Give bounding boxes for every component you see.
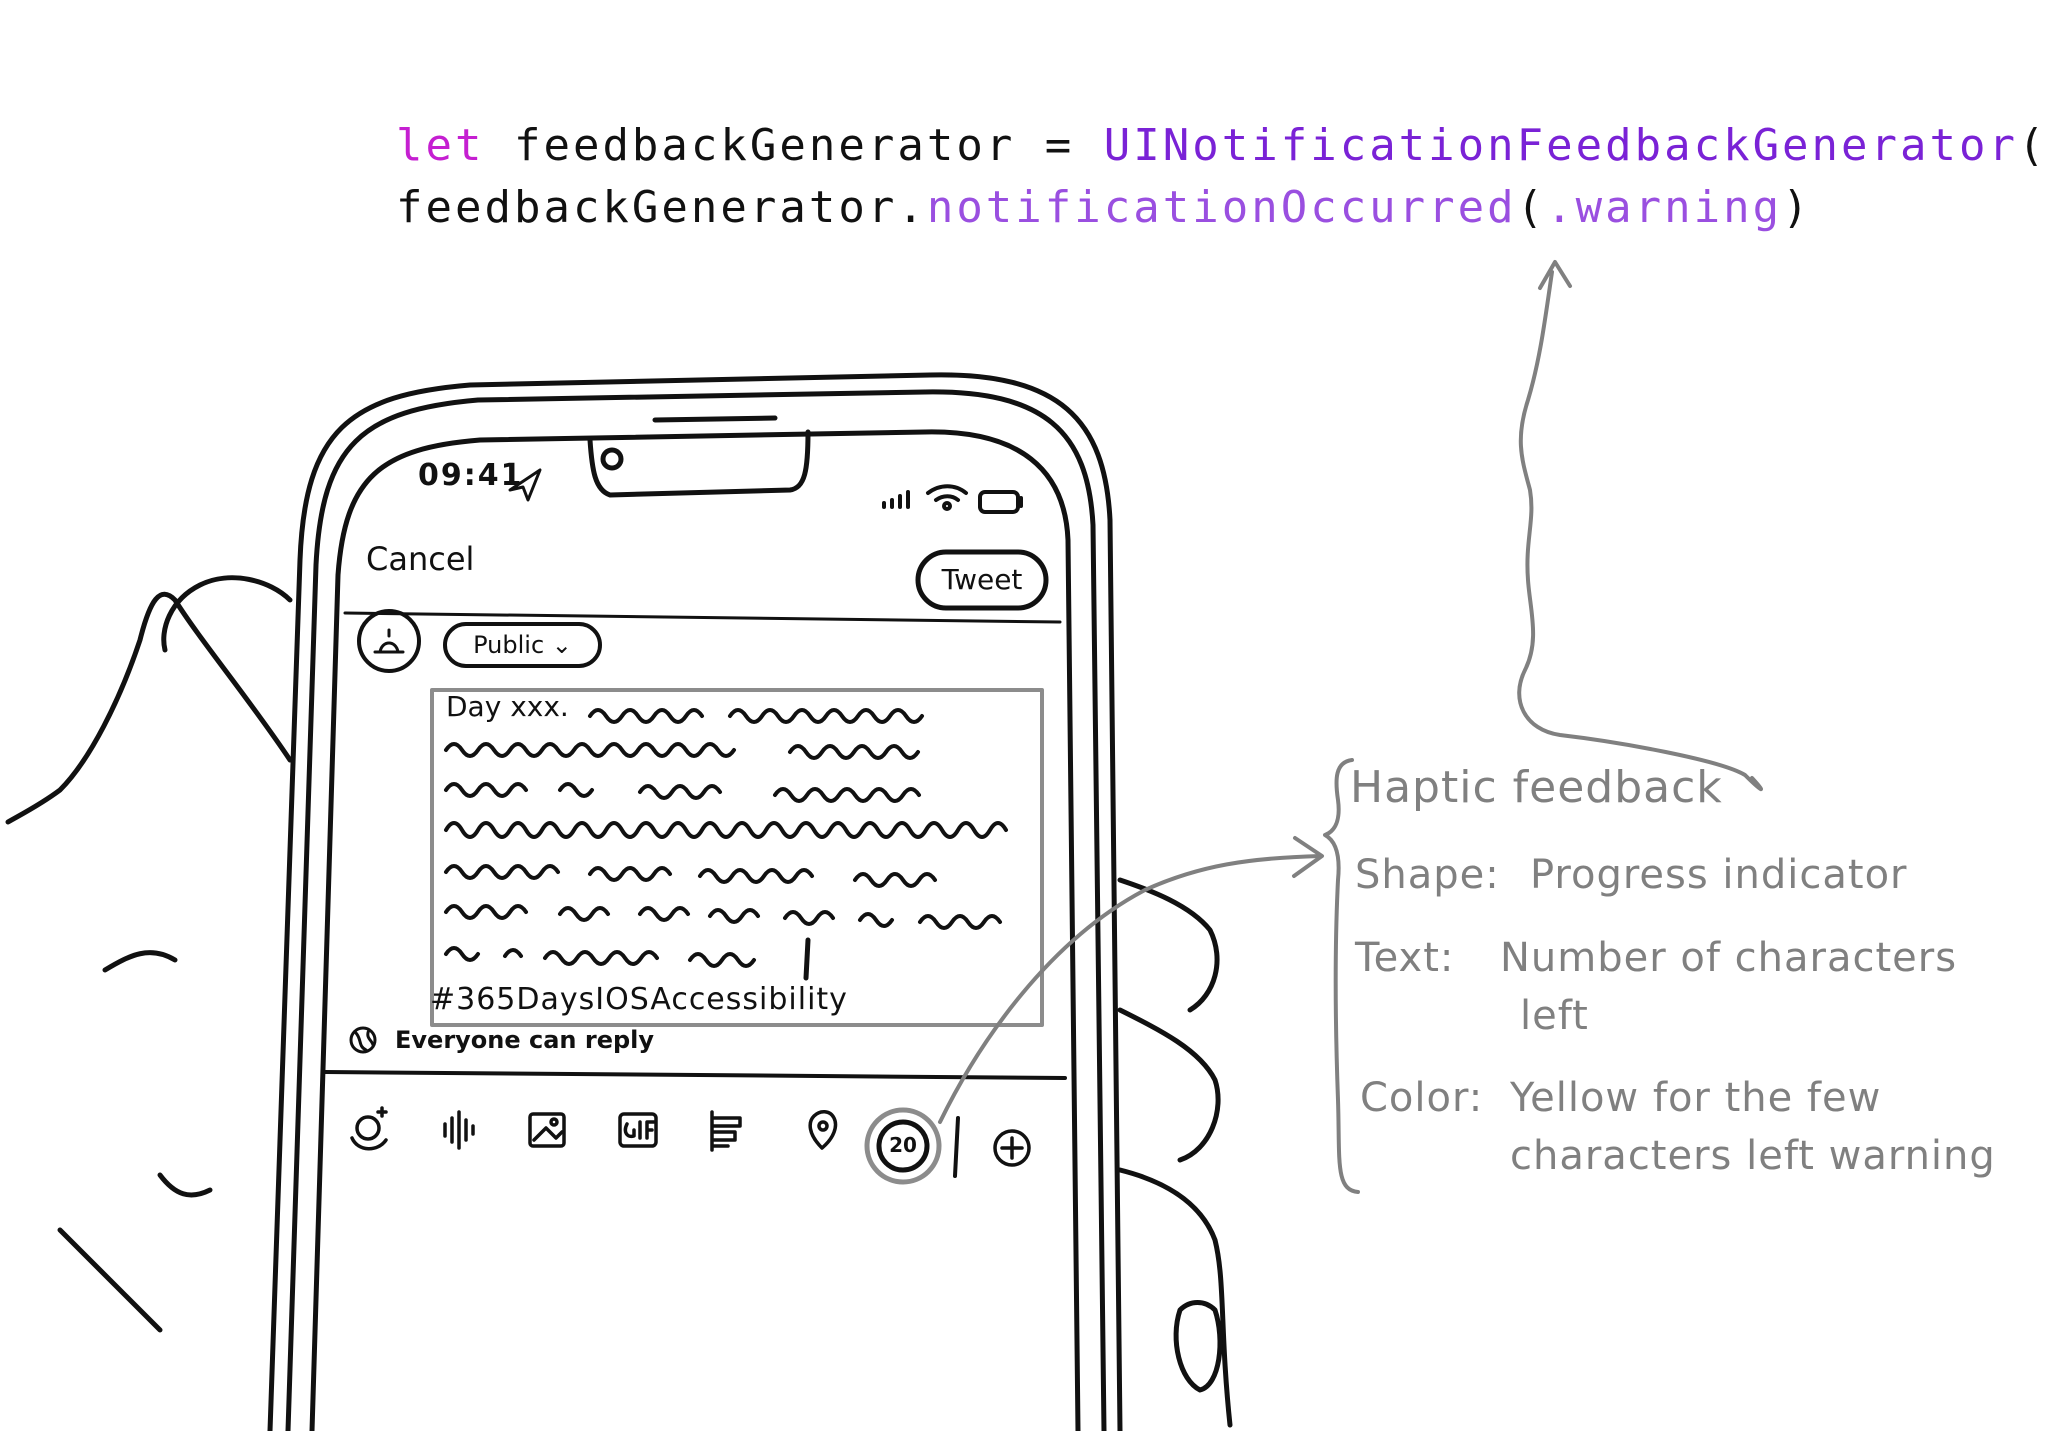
code-argument: .warning [1546,182,1783,233]
haptic-arrowhead [1538,260,1572,290]
annotation-text-value-1: Number of characters [1500,935,1958,981]
char-counter-inner [876,1119,930,1173]
avatar-figure [373,628,405,654]
image-icon [528,1112,566,1148]
scribble-line-7 [444,946,756,968]
annotation-title: Haptic feedback [1350,762,1723,813]
add-thread-icon [993,1129,1031,1167]
avatar[interactable] [359,611,419,671]
battery-icon [978,490,1023,514]
phone-notch [587,429,811,498]
annotation-shape-key: Shape: [1355,852,1500,898]
hand-palm-line [102,950,178,973]
scribble-line-2 [444,742,920,760]
annotation-brace [1323,758,1360,1194]
pointer-arrowhead [1292,836,1324,878]
code-parens: () [2017,120,2048,171]
globe-icon [349,1026,377,1054]
front-camera [600,447,624,471]
finger-3 [1117,1167,1233,1428]
finger-1 [1117,877,1220,1013]
code-keyword: let [396,120,485,171]
hashtag-text: #365DaysIOSAccessibility [430,982,848,1017]
hand-thumb-top [161,575,293,653]
code-object: feedbackGenerator. [396,182,927,233]
annotation-shape-value: Progress indicator [1530,852,1908,898]
pointer-arrow [938,854,1322,1124]
fingernail [1173,1300,1223,1393]
text-cursor [803,937,811,981]
audience-label: Public [473,631,545,659]
header-divider [343,611,1062,624]
cancel-button[interactable]: Cancel [366,540,475,578]
status-time: 09:41 [418,458,524,493]
compose-text-start: Day xxx. [446,690,569,723]
hand-finger-crease [157,1172,213,1198]
gif-icon [618,1112,658,1148]
scribble-line-6 [444,904,1002,930]
toolbar-icons [350,1106,1031,1185]
char-counter-ring [864,1107,942,1185]
hand-lower-edge [57,1227,163,1333]
signal-icon [882,490,910,509]
compose-text-area[interactable] [432,690,1042,1025]
annotation-text-value-2: left [1520,993,1589,1039]
audience-selector[interactable]: Public ⌄ [445,624,600,666]
hand-thumb-outline [5,591,293,825]
code-line-1: let feedbackGenerator = UINotificationFe… [396,120,2048,171]
tweet-button-outline [915,549,1049,611]
annotation-color-value-2: characters left warning [1510,1133,1996,1179]
poll-icon [710,1110,742,1152]
toolbar-separator [953,1116,960,1178]
phone-speaker [652,415,778,423]
character-counter: 20 [889,1133,917,1157]
phone-outer-frame [267,372,1123,1431]
scribble-line-1 [588,708,924,724]
phone-outer-frame-2 [285,389,1107,1431]
code-open-paren: ( [1516,182,1547,233]
code-method: notificationOccurred [926,182,1517,233]
location-pin-icon [808,1110,838,1150]
location-arrow-icon [508,468,542,502]
public-chip-outline [443,622,602,668]
annotation-text-key: Text: [1355,935,1455,981]
tweet-button[interactable]: Tweet [941,563,1023,596]
avatar-outline [357,609,421,673]
code-type: UINotificationFeedbackGenerator [1103,120,2018,171]
compose-box-outline [430,688,1044,1027]
annotation-color-key: Color: [1360,1075,1484,1121]
code-close-paren: ) [1782,182,1812,233]
finger-2 [1117,1007,1221,1163]
annotation-color-value-1: Yellow for the few [1510,1075,1882,1121]
scribble-line-3 [444,782,921,803]
voice-icon [443,1110,475,1150]
code-variable: feedbackGenerator = [484,120,1104,171]
phone-screen-edge [309,429,1081,1431]
reply-setting[interactable]: Everyone can reply [395,1026,655,1054]
spaces-icon [350,1106,388,1151]
scribble-line-4 [444,821,1008,839]
code-line-2: feedbackGenerator.notificationOccurred(.… [396,182,1812,233]
haptic-arrow [1517,270,1763,792]
chevron-down-icon: ⌄ [551,631,572,659]
scribble-line-5 [444,864,937,888]
toolbar-divider [323,1070,1067,1080]
wifi-icon [926,484,968,511]
